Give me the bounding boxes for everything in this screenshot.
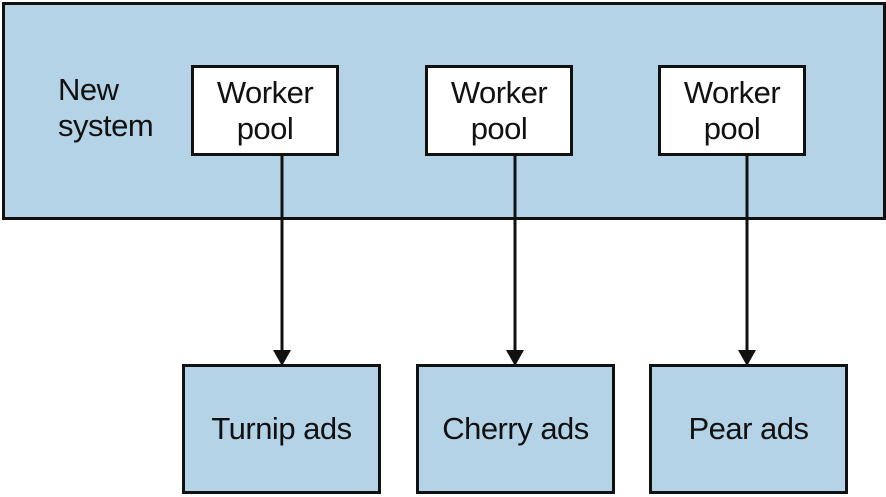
cherry-ads-box: Cherry ads [416,364,615,494]
pear-ads-box: Pear ads [649,364,848,494]
turnip-ads-box: Turnip ads [182,364,381,494]
new-system-label: New system [58,72,154,143]
worker-pool-box-1: Worker pool [191,65,339,156]
worker-pool-box-2: Worker pool [425,65,573,156]
worker-pool-box-3: Worker pool [658,65,806,156]
